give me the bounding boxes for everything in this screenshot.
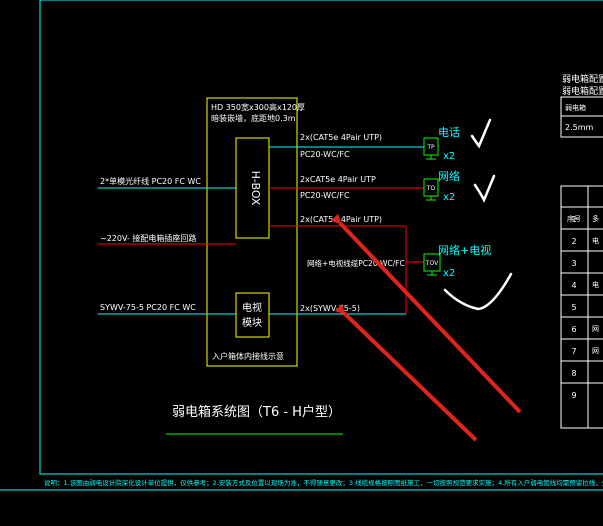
right-number-table	[560, 185, 603, 429]
phone-output-count: x2	[443, 151, 455, 162]
cabinet-footer-label: 入户箱体内接线示意	[212, 351, 284, 361]
table-row-text: 电	[592, 280, 599, 289]
table-row-number: 2	[571, 237, 576, 246]
fiber-input-label: 2*单模光纤线 PC20 FC WC	[100, 176, 201, 186]
table-row-number: 4	[571, 281, 576, 290]
table-row-text: 网	[592, 347, 599, 355]
right-top-table-value: 2.5mm	[565, 123, 594, 132]
combo-output-count: x2	[443, 268, 455, 279]
table-row-text: 电	[592, 236, 599, 245]
table-row-text: 多	[592, 214, 599, 223]
right-number-table-header: 序号	[567, 214, 581, 223]
table-row-number: 3	[571, 259, 576, 268]
coax-output-label: 2x(SYWV-75-5)	[300, 304, 360, 313]
diagram-title: 弱电箱系统图（T6 - H户型）	[172, 404, 341, 420]
tv-module	[235, 292, 270, 338]
combo-conduit-label: 网络+电视线缆PC20-WC/FC	[307, 258, 405, 268]
check-mark-phone	[470, 118, 492, 149]
phone-conduit-label: PC20-WC/FC	[300, 150, 350, 159]
combo-socket-code: TOV	[425, 260, 439, 267]
footer-note: 说明：1.该图由弱电设计院深化设计单位提供，仅供参考；2.安装方式及位置以现场为…	[44, 478, 603, 487]
table-row-text: 网	[592, 325, 599, 333]
table-row-number: 1	[571, 215, 576, 224]
network-cable-label: 2xCAT5e 4Pair UTP	[300, 175, 376, 184]
annotation-arrow-upper	[330, 213, 522, 414]
check-mark-combo	[443, 272, 513, 311]
check-mark-network	[473, 174, 496, 204]
cabinet-box	[206, 97, 298, 367]
phone-output-label: 电话	[438, 126, 460, 139]
power-input-label: ~220V- 接配电箱插座回路	[100, 233, 196, 243]
hbox-label: H-BOX	[249, 171, 262, 206]
combo-output-label: 网络+电视	[438, 243, 491, 257]
network-output-count: x2	[443, 192, 455, 203]
network-conduit-label: PC20-WC/FC	[300, 191, 350, 200]
phone-cable-label: 2x(CAT5e 4Pair UTP)	[300, 133, 382, 142]
table-row-number: 6	[571, 325, 576, 334]
right-number-table-rows: 1 多 2 电 3 4 电 5 6 网 7 网 8 9	[561, 214, 603, 400]
table-row-number: 8	[571, 369, 576, 378]
right-top-title-1: 弱电箱配置	[562, 73, 603, 85]
right-top-table-header: 弱电箱	[565, 103, 586, 112]
cabinet-spec-line2: 暗装嵌墙，底距地0.3m	[211, 113, 296, 123]
table-row-number: 9	[571, 391, 576, 400]
tv-module-label-line2: 模块	[242, 317, 262, 329]
network-socket-code: TO	[426, 185, 436, 192]
tv-module-label-line1: 电视	[242, 301, 262, 314]
cabinet-spec-line1: HD 350宽x300高x120厚	[211, 102, 305, 112]
coax-input-label: SYWV-75-5 PC20 FC WC	[100, 303, 196, 312]
right-top-table	[560, 96, 603, 138]
right-top-title-2: 弱电箱配置表	[562, 85, 603, 97]
annotation-arrow-lower	[334, 303, 478, 442]
network-output-label: 网络	[438, 169, 460, 183]
table-row-number: 5	[571, 303, 576, 312]
phone-socket-code: TP	[426, 144, 435, 151]
table-row-number: 7	[571, 347, 576, 356]
